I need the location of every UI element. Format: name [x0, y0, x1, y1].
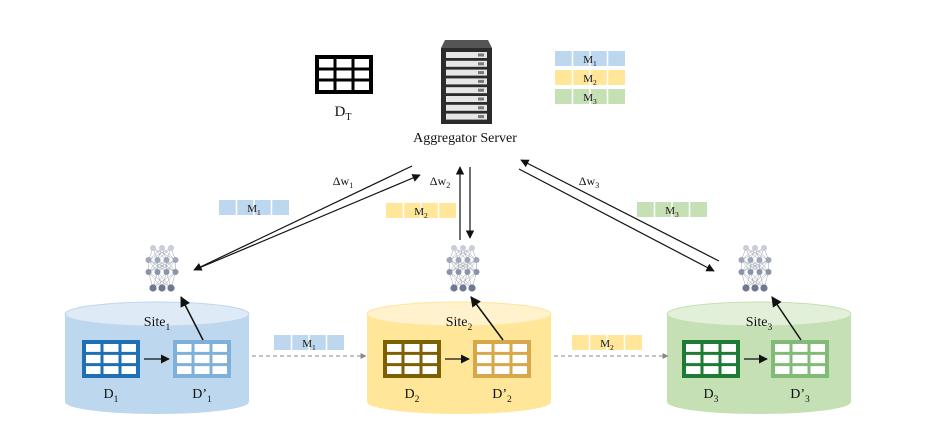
synthetic-table-label-2: D’2 — [492, 387, 512, 405]
synthetic-table-label-3: D’3 — [790, 387, 810, 405]
site-to-model-arrow — [470, 296, 504, 341]
transfer-tag-2: M2 — [572, 335, 642, 352]
raw-table-label-3: D3 — [704, 387, 719, 405]
site-label-3: Site3 — [746, 315, 773, 333]
site-cylinder-top — [666, 301, 852, 327]
synthetic-table-icon-2 — [473, 340, 531, 378]
target-table-label: DT — [335, 104, 352, 123]
legend-item-1: M1 — [555, 51, 625, 68]
raw-table-icon-1 — [82, 340, 140, 378]
update-label-2: Δw2 — [430, 174, 450, 190]
update-label-1: Δw1 — [333, 174, 353, 190]
model-tag-3-label: M3 — [665, 205, 679, 219]
server-slot-led — [478, 62, 484, 66]
transfer-tag-1-label: M1 — [302, 338, 316, 352]
server-slot-led — [478, 115, 484, 119]
synthetic-table-icon-3 — [771, 340, 829, 378]
raw-table-icon-2 — [383, 340, 441, 378]
server-icon — [441, 40, 492, 124]
site-cylinder-top — [64, 301, 250, 327]
neural-network-icon-2 — [446, 245, 480, 292]
server-slot-led — [478, 97, 484, 101]
update-label-3: Δw3 — [579, 174, 599, 190]
raw-table-icon-3 — [682, 340, 740, 378]
server-slot-led — [478, 79, 484, 83]
synthetic-table-label-1: D’1 — [192, 387, 212, 405]
model-tag-1-label: M1 — [247, 203, 261, 217]
arrow-site1-to-server — [198, 174, 421, 269]
server-slot — [446, 104, 487, 111]
server-slot — [446, 113, 487, 120]
legend-item-3: M3 — [555, 89, 625, 106]
site-to-model-arrow — [180, 296, 204, 341]
transfer-tag-1: M1 — [274, 335, 344, 352]
legend-item-2: M2 — [555, 70, 625, 87]
site-label-1: Site1 — [144, 315, 171, 333]
server-slot-led — [478, 71, 484, 75]
raw-table-label-1: D1 — [104, 387, 119, 405]
legend-item-3-label: M3 — [583, 92, 597, 106]
model-tag-1: M1 — [219, 200, 289, 217]
server-slot — [446, 60, 487, 67]
model-tag-2-label: M2 — [414, 206, 428, 220]
legend-item-2-label: M2 — [583, 73, 597, 87]
arrows — [193, 159, 720, 272]
server-slot-led — [478, 88, 484, 92]
server-slot — [446, 69, 487, 76]
server-label: Aggregator Server — [413, 131, 517, 146]
raw-table-label-2: D2 — [405, 387, 420, 405]
transfer-tag-2-label: M2 — [600, 338, 614, 352]
server-slot — [446, 87, 487, 94]
site-to-model-arrow — [771, 296, 802, 341]
neural-network-icon-1 — [145, 245, 179, 292]
legend-item-1-label: M1 — [583, 54, 597, 68]
server-slot — [446, 52, 487, 58]
arrow-site3-to-server — [520, 159, 720, 262]
site-cylinder-top — [366, 301, 552, 327]
model-tag-3: M3 — [637, 202, 707, 219]
server-slot-led — [478, 53, 484, 57]
neural-network-icon-3 — [738, 245, 772, 292]
target-table-icon — [315, 55, 373, 94]
site-label-2: Site2 — [446, 315, 473, 333]
server-slot-led — [478, 106, 484, 110]
arrow-server-to-site3 — [518, 168, 715, 272]
site-cylinder-body — [367, 314, 551, 414]
arrow-server-to-site1 — [193, 165, 413, 271]
model-tag-2: M2 — [386, 203, 456, 220]
server-slot — [446, 78, 487, 85]
server-slot — [446, 96, 487, 102]
site-cylinder-body — [667, 314, 851, 414]
synthetic-table-icon-1 — [173, 340, 231, 378]
